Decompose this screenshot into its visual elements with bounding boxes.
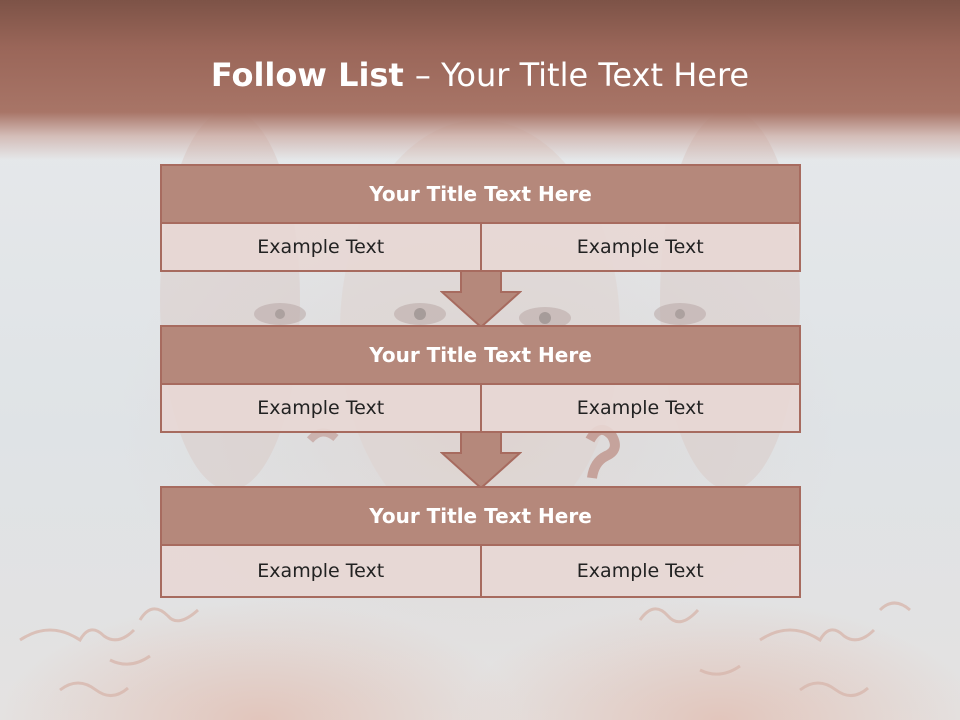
block-title: Your Title Text Here [162, 327, 799, 385]
block-row: Example Text Example Text [162, 385, 799, 431]
block-title: Your Title Text Here [162, 166, 799, 224]
slide-header-band [0, 0, 960, 160]
down-arrow-icon [440, 431, 522, 489]
block-cell-right: Example Text [479, 224, 800, 270]
block-title: Your Title Text Here [162, 488, 799, 546]
list-block: Your Title Text Here Example Text Exampl… [160, 486, 801, 598]
slide-title-bold: Follow List [210, 56, 415, 94]
slide-title-rest: – Your Title Text Here [414, 56, 750, 94]
list-block: Your Title Text Here Example Text Exampl… [160, 325, 801, 433]
block-cell-left: Example Text [257, 560, 385, 582]
slide-title: Follow List – Your Title Text Here [0, 56, 960, 94]
block-row: Example Text Example Text [162, 224, 799, 270]
block-cell-right: Example Text [479, 385, 800, 431]
block-cell-right: Example Text [479, 546, 800, 596]
block-row: Example Text Example Text [162, 546, 799, 596]
block-cell-left: Example Text [257, 236, 385, 258]
down-arrow-icon [440, 270, 522, 328]
block-cell-left: Example Text [257, 397, 385, 419]
list-block: Your Title Text Here Example Text Exampl… [160, 164, 801, 272]
